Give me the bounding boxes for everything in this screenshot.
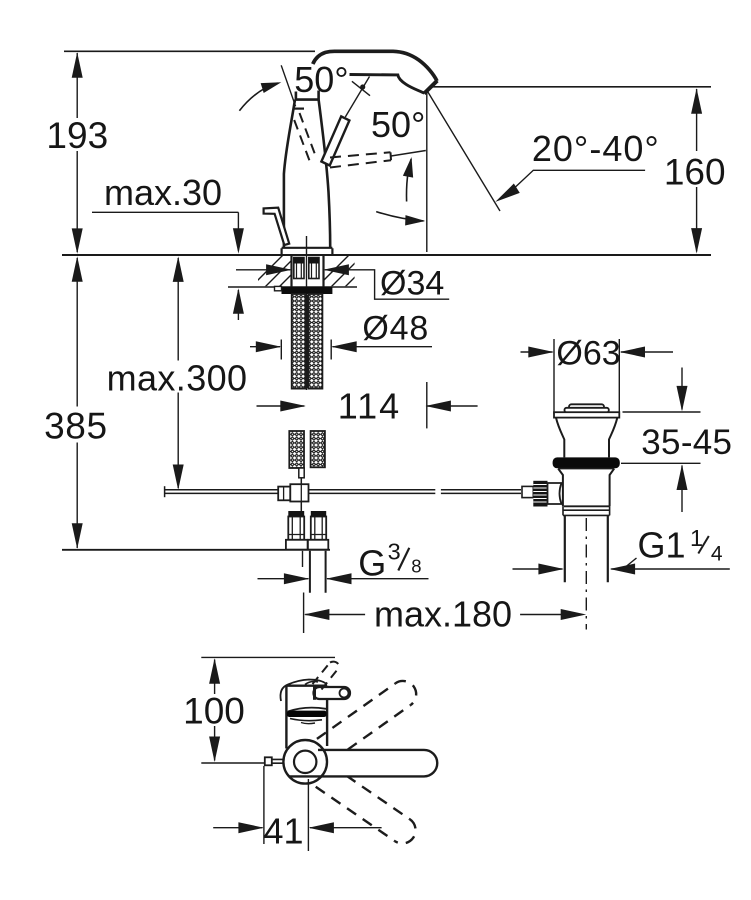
svg-text:385: 385 xyxy=(44,406,108,447)
svg-text:35-45: 35-45 xyxy=(641,423,732,462)
svg-text:max.30: max.30 xyxy=(104,172,222,213)
svg-text:G1: G1 xyxy=(638,525,686,566)
svg-text:Ø34: Ø34 xyxy=(380,265,444,303)
svg-text:max.300: max.300 xyxy=(107,358,248,399)
svg-text:Ø63: Ø63 xyxy=(556,335,620,373)
svg-text:3: 3 xyxy=(388,539,401,565)
svg-text:4: 4 xyxy=(711,543,723,566)
svg-text:8: 8 xyxy=(411,556,421,577)
svg-text:114: 114 xyxy=(338,386,401,427)
svg-text:160: 160 xyxy=(664,152,726,193)
svg-text:50°: 50° xyxy=(371,104,425,145)
svg-text:100: 100 xyxy=(183,690,245,731)
svg-text:G: G xyxy=(358,543,386,584)
svg-text:41: 41 xyxy=(263,810,303,851)
svg-text:50°: 50° xyxy=(294,59,348,100)
svg-text:1: 1 xyxy=(690,525,703,551)
svg-text:Ø48: Ø48 xyxy=(362,310,429,348)
svg-text:20°-40°: 20°-40° xyxy=(532,128,660,169)
svg-text:193: 193 xyxy=(46,115,108,156)
svg-text:max.180: max.180 xyxy=(374,593,512,634)
